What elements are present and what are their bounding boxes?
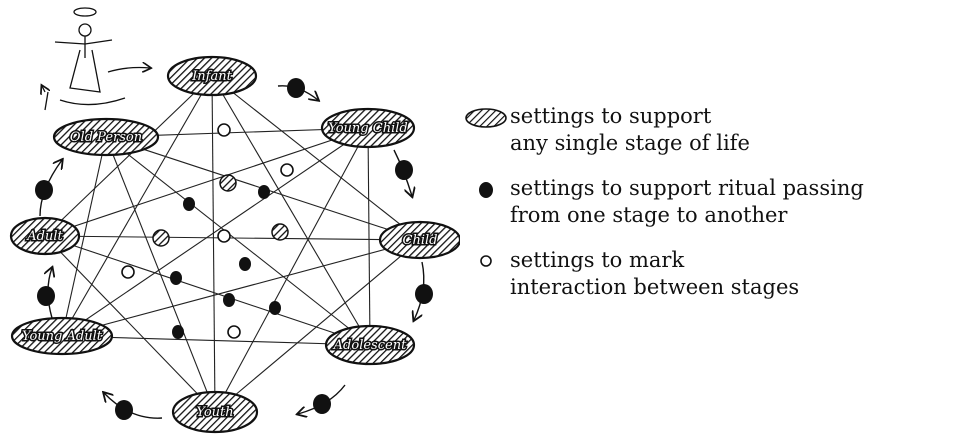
ritual-passing-dot	[239, 257, 251, 271]
hatched-oval-icon	[462, 103, 510, 129]
interaction-line	[211, 75, 371, 346]
legend-interaction-line2: interaction between stages	[510, 275, 800, 299]
interaction-line	[44, 75, 213, 237]
stage-young-adult: Young Adult	[10, 316, 114, 356]
open-circle-icon	[462, 247, 510, 273]
interaction-line	[44, 127, 369, 237]
stage-adult: Adult	[9, 216, 81, 256]
interaction-line	[214, 239, 421, 413]
stage-label: Adult	[26, 229, 63, 244]
ritual-passing-dot	[258, 185, 270, 199]
ritual-passing-dot	[170, 271, 182, 285]
stage-oval	[320, 107, 416, 149]
stage-young-child: Young Child	[320, 107, 416, 149]
stage-oval	[166, 55, 258, 97]
ritual-passing-dot	[415, 284, 433, 304]
legend-item-single-stage: settings to support any single stage of …	[462, 103, 967, 157]
old-person-figure	[42, 7, 126, 111]
interaction-line	[44, 235, 371, 346]
stage-label: Young Adult	[22, 329, 103, 344]
ritual-passing-dot	[313, 394, 331, 414]
stage-label: Youth	[196, 405, 233, 420]
interaction-line	[61, 75, 213, 337]
interaction-circle	[121, 265, 135, 279]
legend-ritual-passing-line2: from one stage to another	[510, 203, 788, 227]
ritual-passing-dot	[287, 78, 305, 98]
stage-old-person: Old Person	[52, 117, 160, 157]
ritual-passing-dot	[269, 301, 281, 315]
single-stage-setting	[219, 174, 237, 192]
stage-oval	[52, 117, 160, 157]
interaction-line	[44, 235, 421, 241]
interaction-line	[61, 335, 371, 346]
stage-oval	[10, 316, 114, 356]
ritual-passing-dot	[35, 180, 53, 200]
ritual-arrow	[104, 393, 163, 419]
stage-youth: Youth	[171, 390, 259, 434]
interaction-line	[105, 136, 216, 413]
interaction-circle	[227, 325, 241, 339]
stage-child: Child	[378, 220, 460, 260]
figure-to-infant-arrow	[107, 68, 150, 73]
stage-oval	[171, 390, 259, 434]
interior-settings	[121, 123, 294, 339]
ritual-arrows	[35, 78, 433, 420]
interaction-circle	[217, 229, 231, 243]
interaction-circle	[280, 163, 294, 177]
single-stage-setting	[152, 229, 170, 247]
stage-label: Adolescent	[333, 338, 407, 353]
interaction-line	[211, 75, 421, 241]
legend-ritual-passing-line1: settings to support ritual passing	[510, 176, 864, 200]
interaction-line	[61, 127, 369, 337]
stage-infant: Infant	[166, 55, 258, 97]
stage-label: Infant	[191, 69, 232, 84]
legend-item-ritual-passing: settings to support ritual passing from …	[462, 175, 967, 229]
single-stage-setting	[271, 223, 289, 241]
stage-adolescent: Adolescent	[324, 324, 416, 366]
ritual-passing-dot	[172, 325, 184, 339]
stage-label: Old Person	[70, 130, 142, 145]
interaction-line	[367, 127, 371, 346]
stage-oval	[324, 324, 416, 366]
interaction-line	[105, 136, 371, 346]
ritual-passing-dot	[395, 160, 413, 180]
interaction-line	[61, 239, 421, 337]
interaction-line	[214, 127, 369, 413]
legend-interaction-line1: settings to mark	[510, 248, 685, 272]
stage-oval	[378, 220, 460, 260]
interaction-line	[61, 136, 107, 337]
stage-label: Young Child	[328, 121, 407, 136]
interaction-line	[211, 75, 216, 413]
legend-single-stage-line2: any single stage of life	[510, 131, 750, 155]
legend: settings to support any single stage of …	[462, 103, 967, 319]
interaction-line	[44, 235, 216, 413]
filled-dot-icon	[462, 175, 510, 201]
ritual-passing-dot	[37, 286, 55, 306]
stage-oval	[9, 216, 81, 256]
ritual-passing-dot	[115, 400, 133, 420]
legend-single-stage-line1: settings to support	[510, 104, 712, 128]
stage-label: Child	[403, 233, 438, 248]
legend-item-interaction: settings to mark interaction between sta…	[462, 247, 967, 301]
ritual-passing-dot	[183, 197, 195, 211]
ritual-passing-dot	[223, 293, 235, 307]
interaction-circle	[217, 123, 231, 137]
